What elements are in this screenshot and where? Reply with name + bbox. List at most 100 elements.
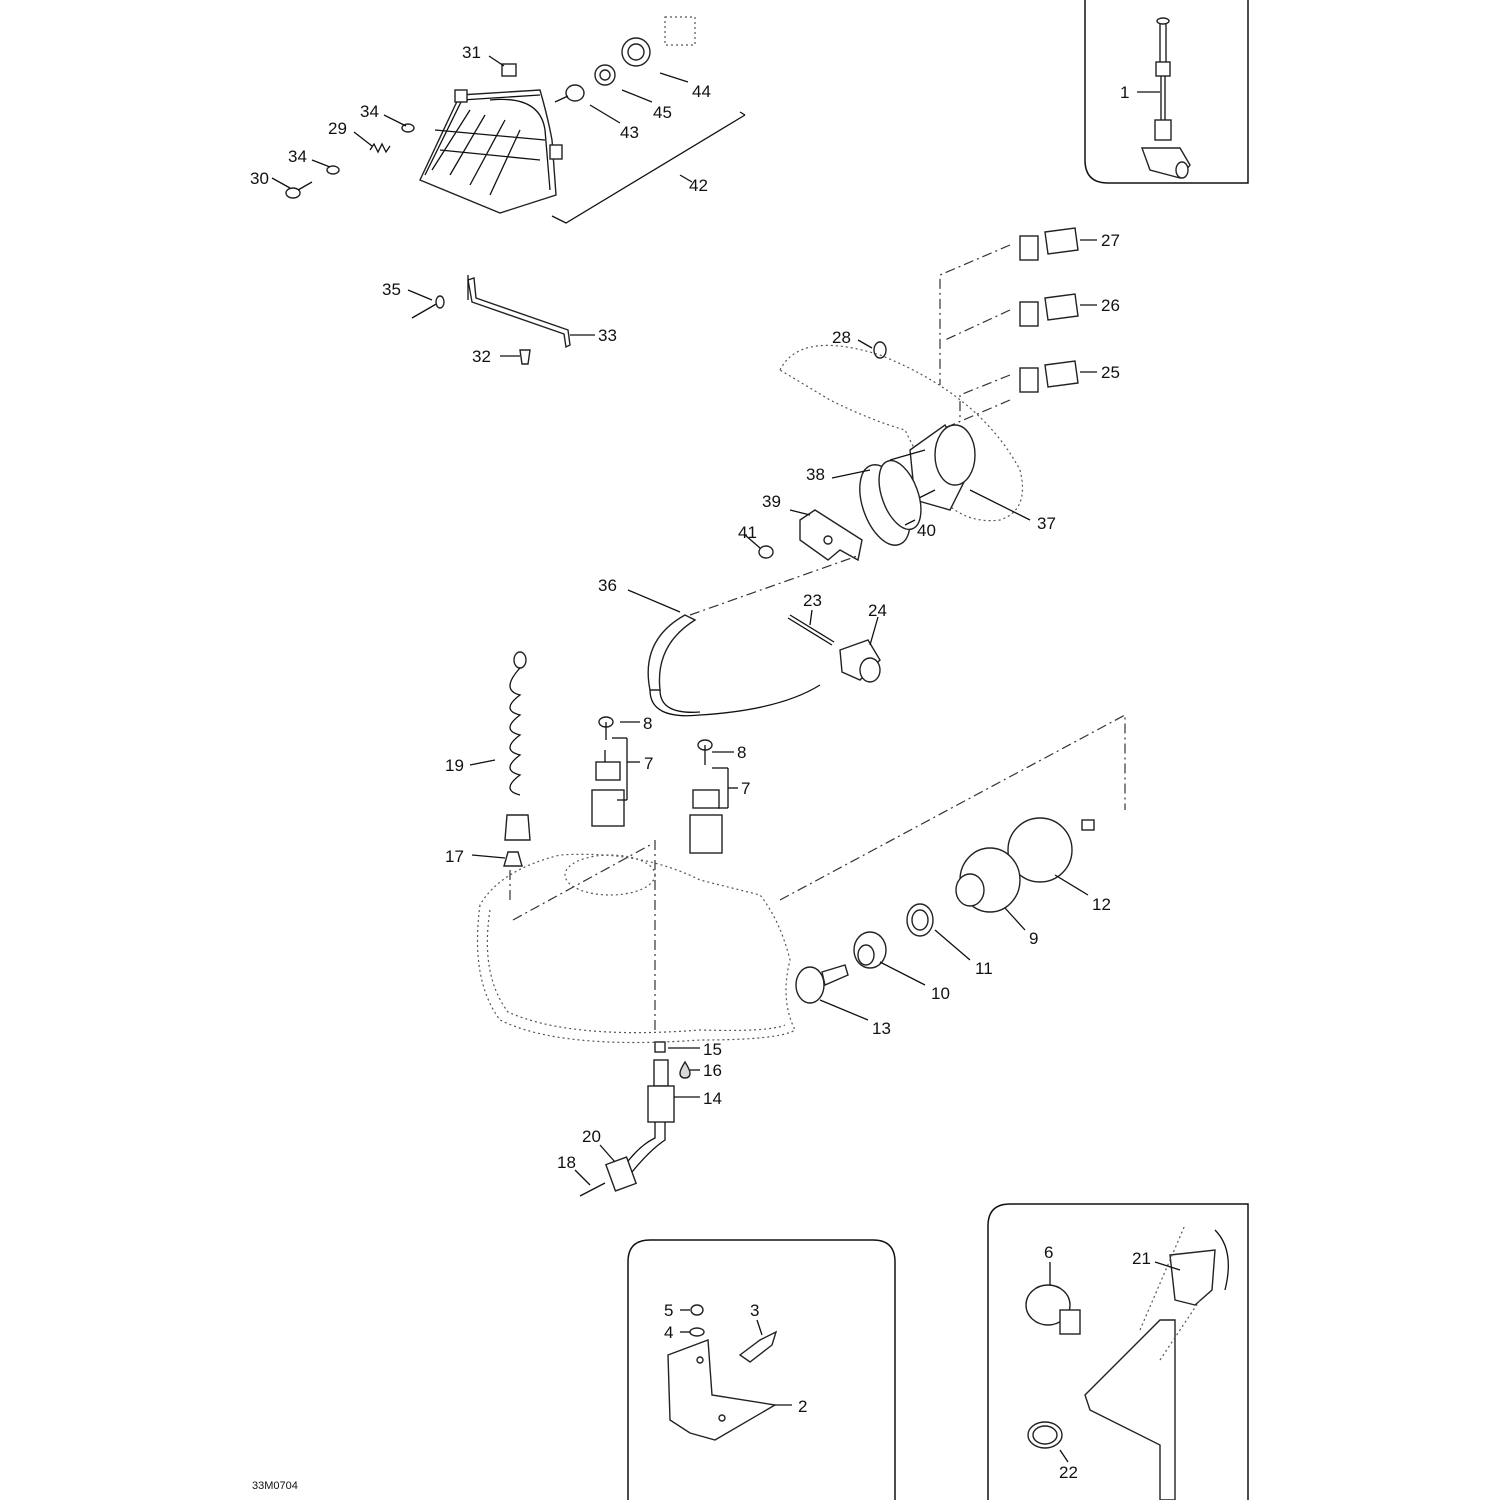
connector-routing-line	[939, 244, 1011, 431]
leader-lines	[271, 55, 1181, 1463]
inset-bottom-middle	[627, 1239, 896, 1500]
callout-42: 42	[689, 176, 708, 195]
part-7-switch-left	[591, 750, 625, 827]
part-6-sensor	[1025, 1284, 1081, 1335]
callout-3: 3	[750, 1301, 759, 1320]
callout-8-left: 8	[643, 714, 652, 733]
part-31-clip	[501, 63, 517, 77]
part-36-cable	[647, 614, 821, 717]
callout-37: 37	[1037, 514, 1056, 533]
callout-31: 31	[462, 43, 481, 62]
part-35-rivet	[411, 295, 445, 319]
part-5-nut	[690, 1304, 704, 1316]
callout-26: 26	[1101, 296, 1120, 315]
callout-33: 33	[598, 326, 617, 345]
callout-23: 23	[803, 591, 822, 610]
cable-routing-line-36	[689, 554, 861, 616]
inset-bottom-right	[987, 1203, 1249, 1500]
callout-8-right: 8	[737, 743, 746, 762]
part-21-connector	[1169, 1229, 1229, 1306]
part-10-nut	[853, 931, 887, 969]
callout-labels: 1 2 3 4 5 6 7 7 8 8 9 10 11 12 13 14 15 …	[250, 43, 1151, 1482]
part-22-ring	[1027, 1421, 1063, 1449]
headlight-assembly	[419, 89, 563, 214]
callout-25: 25	[1101, 363, 1120, 382]
part-12-ignition-housing	[1007, 817, 1095, 883]
part-32-nut	[519, 349, 531, 365]
callout-17: 17	[445, 847, 464, 866]
part-34-washer-lower	[326, 165, 340, 175]
callout-21: 21	[1132, 1249, 1151, 1268]
part-2-bracket	[667, 1339, 778, 1441]
part-25-connector	[1019, 360, 1079, 393]
callout-24: 24	[868, 601, 887, 620]
part-23-pin	[787, 614, 835, 646]
callout-41: 41	[738, 523, 757, 542]
switch-routing-left	[509, 844, 651, 921]
headlight-bracket-line-42	[551, 114, 746, 224]
part-44-connector-dotted	[664, 16, 696, 46]
callout-7-right: 7	[741, 779, 750, 798]
diagram-code: 33M0704	[252, 1480, 298, 1492]
callout-1: 1	[1120, 83, 1129, 102]
callout-35: 35	[382, 280, 401, 299]
callout-28: 28	[832, 328, 851, 347]
callout-13: 13	[872, 1019, 891, 1038]
part-24-switch	[839, 639, 881, 683]
callout-15: 15	[703, 1040, 722, 1059]
frame-structure	[1084, 1224, 1201, 1500]
part-41-nut	[758, 545, 774, 559]
part-30-screw	[285, 181, 313, 199]
callout-6: 6	[1044, 1243, 1053, 1262]
dashboard-outline	[779, 344, 1024, 522]
part-7-switch-right	[689, 789, 723, 854]
callout-9: 9	[1029, 929, 1038, 948]
callout-5: 5	[664, 1301, 673, 1320]
callout-45: 45	[653, 103, 672, 122]
part-45-retainer-ring	[594, 64, 616, 86]
callout-14: 14	[703, 1089, 722, 1108]
callout-16: 16	[703, 1061, 722, 1080]
callout-12: 12	[1092, 895, 1111, 914]
part-16-drop-icon	[679, 1060, 691, 1079]
part-9-ignition-switch	[955, 847, 1021, 913]
part-4-washer	[689, 1327, 705, 1337]
part-19-tether-cord	[504, 651, 531, 841]
callout-10: 10	[931, 984, 950, 1003]
part-11-ring	[906, 903, 934, 937]
callout-4: 4	[664, 1323, 673, 1342]
part-44-cover	[621, 37, 651, 67]
callout-2: 2	[798, 1397, 807, 1416]
part-29-spring	[369, 142, 391, 154]
part-8-switch-knob-left	[598, 716, 614, 740]
callout-20: 20	[582, 1127, 601, 1146]
part-27-connector	[1019, 227, 1079, 261]
part-13-key	[795, 964, 849, 1004]
callout-7-left: 7	[644, 754, 653, 773]
callout-43: 43	[620, 123, 639, 142]
inset-top-right	[1084, 0, 1249, 184]
part-17-cap	[503, 851, 523, 867]
callout-34-upper: 34	[360, 102, 379, 121]
callout-44: 44	[692, 82, 711, 101]
part-8-switch-knob-right	[697, 739, 713, 765]
part-3-bracket-clip	[738, 1330, 778, 1363]
callout-36: 36	[598, 576, 617, 595]
callout-27: 27	[1101, 231, 1120, 250]
callout-22: 22	[1059, 1463, 1078, 1482]
callout-32: 32	[472, 347, 491, 366]
part-20-connector	[604, 1156, 638, 1192]
dash-panel-inner	[486, 909, 786, 1034]
part-14-sensor	[624, 1059, 675, 1173]
callout-38: 38	[806, 465, 825, 484]
part-1-sensor-probe	[1141, 17, 1191, 179]
part-43-bulb	[554, 84, 585, 103]
dash-panel-opening	[564, 854, 656, 896]
callout-11: 11	[975, 959, 993, 978]
callout-39: 39	[762, 492, 781, 511]
callout-40: 40	[917, 521, 936, 540]
part-33-bracket	[467, 275, 571, 349]
part-18-pin	[579, 1182, 606, 1197]
